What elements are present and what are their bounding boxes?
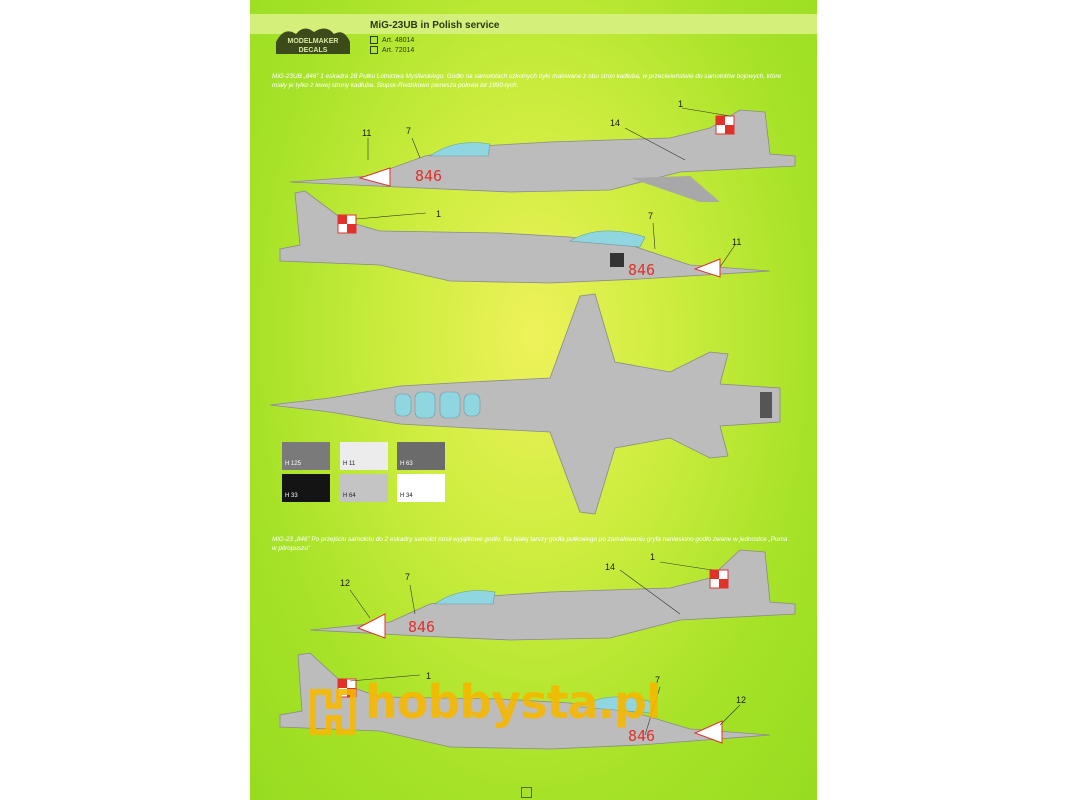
- decal-sheet: MODELMAKER DECALS MiG-23UB in Polish ser…: [250, 0, 817, 800]
- svg-text:12: 12: [340, 578, 350, 588]
- paint-swatch: H 11: [340, 442, 388, 470]
- svg-text:7: 7: [655, 675, 660, 685]
- description-second: MiG-23 „846” Po przejściu samolotu do 2 …: [272, 536, 788, 552]
- aircraft-profile-right-1: 846 11 7 14 1: [289, 99, 796, 202]
- header-bar: [250, 14, 817, 34]
- paint-swatch: H 64: [340, 474, 388, 502]
- art-number-48: Art. 48014: [370, 36, 414, 44]
- modelmaker-logo: MODELMAKER DECALS: [276, 28, 350, 54]
- svg-text:DECALS: DECALS: [299, 47, 328, 54]
- svg-text:14: 14: [610, 118, 620, 128]
- svg-text:846: 846: [628, 261, 655, 279]
- svg-text:846: 846: [415, 167, 442, 185]
- svg-text:11: 11: [362, 128, 371, 138]
- svg-text:846: 846: [628, 727, 655, 745]
- svg-text:MODELMAKER: MODELMAKER: [288, 38, 339, 45]
- aircraft-profile-left-2: 846 1 7 12: [279, 652, 771, 750]
- paint-swatch: H 33: [282, 474, 330, 502]
- aircraft-top-view: [269, 293, 781, 515]
- svg-text:7: 7: [648, 211, 653, 221]
- art-number-72: Art. 72014: [370, 46, 414, 54]
- paint-swatch: H 63: [397, 442, 445, 470]
- svg-text:1: 1: [436, 209, 441, 219]
- sheet-title: MiG-23UB in Polish service: [370, 20, 500, 31]
- checkbox-icon: [370, 36, 378, 44]
- page-marker: [521, 787, 532, 798]
- svg-text:1: 1: [650, 552, 655, 562]
- hobbysta-logo-icon: [310, 689, 356, 735]
- svg-text:14: 14: [605, 562, 615, 572]
- aircraft-profile-left-1: 846 1 7 11: [279, 190, 771, 284]
- aircraft-profile-right-2: 846 12 7 14 1: [309, 549, 796, 641]
- paint-swatch: H 125: [282, 442, 330, 470]
- svg-text:846: 846: [408, 618, 435, 636]
- svg-text:7: 7: [405, 572, 410, 582]
- paint-swatch: H 34: [397, 474, 445, 502]
- svg-text:1: 1: [678, 99, 683, 109]
- canopy: [394, 391, 481, 419]
- svg-text:11: 11: [732, 237, 741, 247]
- svg-text:1: 1: [426, 671, 431, 681]
- watermark: hobbysta.pl: [365, 675, 662, 729]
- description-first: MiG-23UB „846” 1 eskadra 28 Pułku Lotnic…: [272, 73, 782, 89]
- svg-text:7: 7: [406, 126, 411, 136]
- checkbox-icon: [370, 46, 378, 54]
- svg-text:12: 12: [736, 695, 746, 705]
